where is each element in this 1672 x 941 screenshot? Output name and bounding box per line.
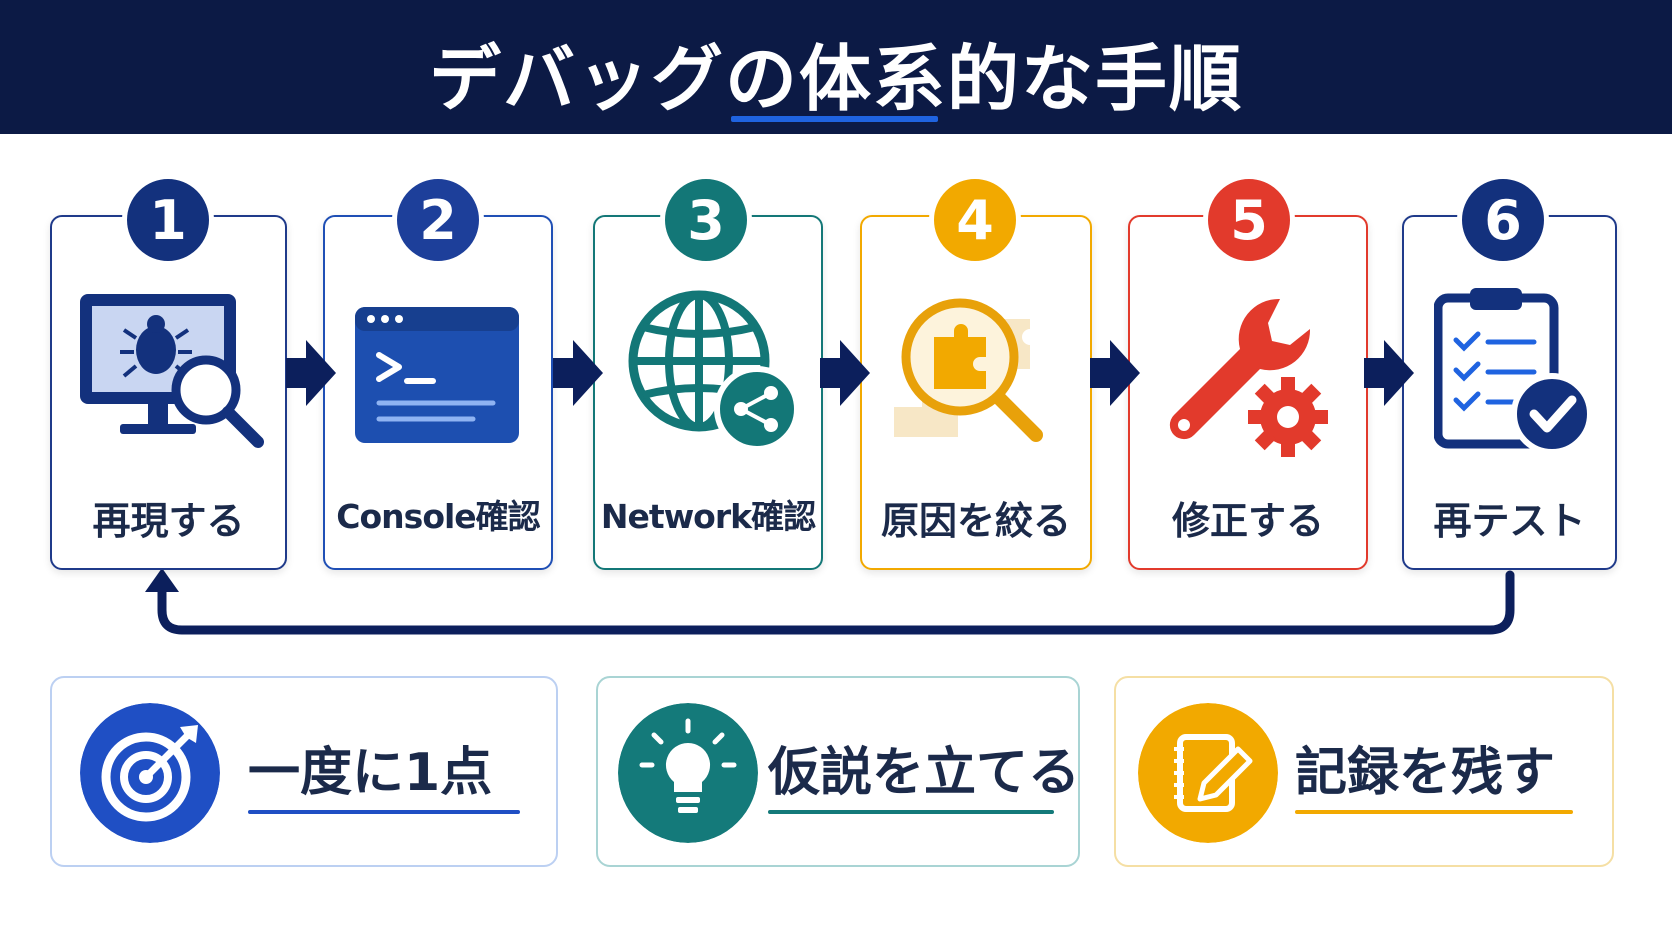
puzzle-magnifier-icon (894, 298, 1043, 442)
tip-underline-1 (248, 810, 520, 814)
wrench-gear-icon (1169, 298, 1328, 457)
step-label-6: 再テスト (1433, 499, 1586, 543)
arrow-right-icon (1364, 340, 1414, 406)
step-label-4: 原因を絞る (880, 499, 1071, 543)
tip-label-2: 仮説を立てる (768, 743, 1081, 803)
step-number-5: 5 (1203, 174, 1295, 266)
arrow-right-icon (286, 340, 336, 406)
arrow-right-icon (820, 340, 870, 406)
page-title: デバッグの体系的な手順 (428, 37, 1243, 121)
step-label-2: Console確認 (336, 497, 540, 536)
tip-underline-3 (1295, 810, 1573, 814)
step-number-4: 4 (929, 174, 1021, 266)
step-label-5: 修正する (1171, 499, 1324, 543)
notebook-pencil-icon (1138, 703, 1278, 843)
monitor-bug-magnifier-icon (80, 294, 264, 448)
title-bar (0, 0, 1672, 134)
step-label-1: 再現する (92, 499, 245, 543)
clipboard-check-icon (1434, 288, 1593, 455)
arrow-right-icon (553, 340, 603, 406)
arrow-right-icon (1090, 340, 1140, 406)
title-underline (731, 116, 938, 122)
step-number-6: 6 (1457, 174, 1549, 266)
step-number-1: 1 (122, 174, 214, 266)
step-number-2: 2 (392, 174, 484, 266)
step-label-3: Network確認 (600, 497, 816, 536)
target-arrow-icon (80, 703, 220, 843)
lightbulb-icon (618, 703, 758, 843)
step-number-3: 3 (660, 174, 752, 266)
tip-label-3: 記録を残す (1295, 743, 1556, 803)
tip-label-1: 一度に1点 (248, 743, 493, 803)
tip-underline-2 (768, 810, 1054, 814)
console-terminal-icon (355, 307, 519, 443)
globe-share-icon (628, 290, 800, 452)
